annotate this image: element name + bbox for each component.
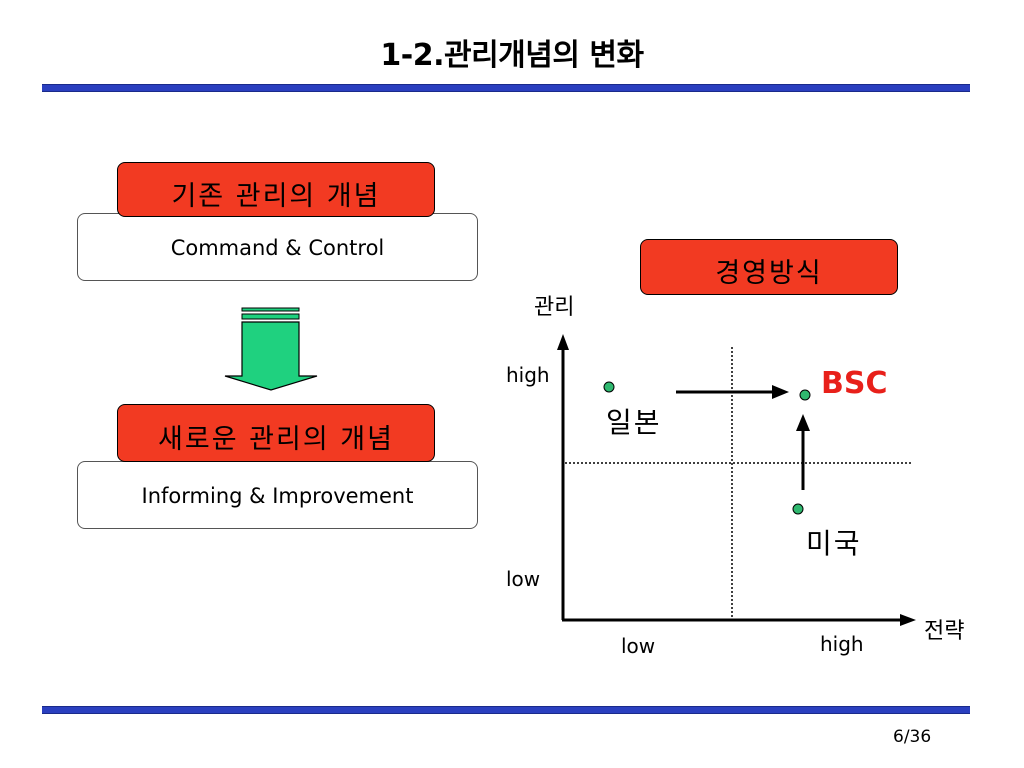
old-concept-box: Command & Control (77, 213, 478, 281)
old-concept-text: Command & Control (170, 236, 385, 260)
point-usa-label: 미국 (806, 527, 862, 560)
page-number: 6/36 (893, 727, 932, 747)
management-style-box: 경영방식 (640, 239, 898, 295)
top-divider (42, 84, 970, 92)
point-japan-label: 일본 (606, 406, 662, 439)
old-concept-label-box: 기존 관리의 개념 (117, 162, 435, 217)
x-axis-label: 전략 (924, 619, 965, 644)
x-axis-arrowhead-icon (900, 614, 916, 626)
down-arrow-icon (224, 307, 318, 391)
old-concept-label: 기존 관리의 개념 (171, 181, 381, 212)
y-axis-arrowhead-icon (557, 334, 569, 350)
new-concept-label: 새로운 관리의 개념 (158, 424, 394, 455)
new-concept-label-box: 새로운 관리의 개념 (117, 404, 435, 462)
arrow-up-icon (796, 414, 810, 431)
point-japan-dot (603, 381, 615, 393)
point-bsc-label: BSC (821, 366, 888, 401)
x-high-label: high (820, 632, 864, 656)
x-low-label: low (621, 634, 656, 658)
new-concept-box: Informing & Improvement (77, 461, 478, 529)
bottom-divider (42, 706, 970, 714)
point-usa-dot (792, 503, 804, 515)
y-low-label: low (506, 567, 541, 591)
arrow-right-icon (772, 385, 789, 399)
y-high-label: high (506, 363, 550, 387)
new-concept-text: Informing & Improvement (141, 484, 414, 508)
point-bsc-dot (799, 389, 811, 401)
management-style-label: 경영방식 (715, 258, 823, 289)
slide-title: 1-2.관리개념의 변화 (380, 38, 644, 73)
y-axis-label: 관리 (534, 295, 575, 320)
